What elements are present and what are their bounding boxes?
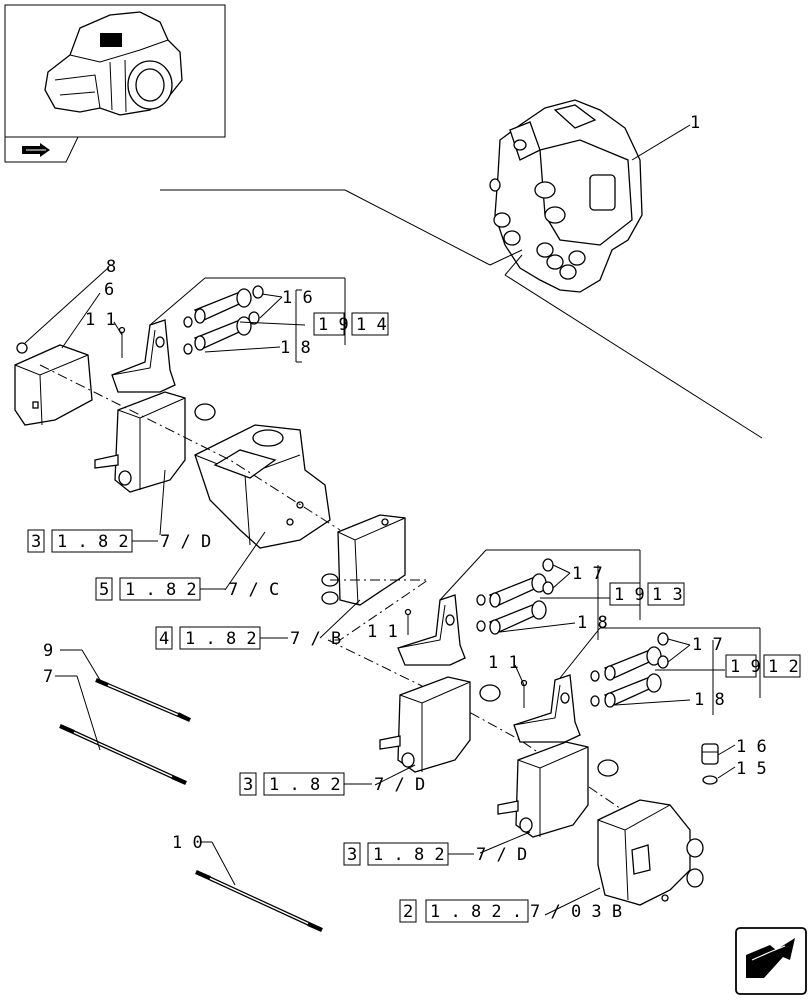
svg-text:1 . 8 2: 1 . 8 2 [57,532,129,552]
svg-text:3: 3 [243,775,253,795]
spool-set-right [590,632,669,708]
section-ref-4[interactable]: 3 1 . 8 2 7 / D [239,772,425,796]
callout-15: 1 5 [736,759,767,779]
valve-fittings [489,139,586,280]
section-ref-5[interactable]: 3 1 . 8 2 7 / D [343,842,527,866]
svg-text:3: 3 [347,845,357,865]
spool-set-middle [476,558,554,635]
end-cover-6 [14,344,93,426]
callout-11-top: 1 1 [85,310,116,330]
callout-18-top: 1 8 [280,338,311,358]
svg-text:4: 4 [159,629,169,649]
callout-17-mid: 1 7 [572,564,603,584]
svg-text:7 / 0 3 B: 7 / 0 3 B [530,902,622,922]
control-valve-assembly [489,99,643,293]
svg-text:1 . 8 2: 1 . 8 2 [125,580,197,600]
callout-16: 1 6 [736,737,767,757]
svg-text:7 / B: 7 / B [290,629,341,649]
svg-text:3: 3 [31,532,41,552]
svg-text:1 . 8 2: 1 . 8 2 [185,629,257,649]
thumbnail-frame[interactable] [4,4,226,163]
svg-text:7 / C: 7 / C [228,580,279,600]
callout-18-right: 1 8 [694,690,725,710]
callout-18-mid: 1 8 [577,613,608,633]
callout-1: 1 [690,113,700,133]
svg-text:1 3: 1 3 [652,585,683,605]
callout-7: 7 [43,667,53,687]
svg-text:1 2: 1 2 [768,657,799,677]
callout-11-right: 1 1 [488,653,519,673]
outlet-end-block [597,799,704,906]
washer-15 [702,775,718,785]
tie-rod-7 [59,724,187,785]
ref-box-19-12[interactable]: 1 9 1 2 [725,654,801,678]
svg-text:1 . 8 2 .: 1 . 8 2 . [430,902,522,922]
callout-11-mid: 1 1 [367,622,398,642]
callout-9-text: 9 [43,641,53,661]
inlet-section [321,514,406,606]
svg-text:2: 2 [403,902,413,922]
next-page-arrow-icon[interactable] [735,927,807,995]
nav-back-arrow-icon[interactable] [22,143,50,157]
bracket-middle [397,594,466,666]
spool-set-top [183,285,264,355]
gearbox-thumbnail-image [44,11,183,116]
plug-16 [701,743,719,765]
section-ref-6[interactable]: 2 1 . 8 2 . 7 / 0 3 B [399,899,622,923]
section-ref-1[interactable]: 3 1 . 8 2 7 / D [27,529,211,553]
callout-10: 1 0 [172,833,203,853]
valve-housing [194,424,331,549]
section-valve-a [94,391,216,493]
svg-text:1 . 8 2: 1 . 8 2 [373,845,445,865]
section-valve-c [497,741,619,838]
svg-text:1 9: 1 9 [614,585,645,605]
svg-text:7 / D: 7 / D [160,532,211,552]
tie-rod-10 [195,870,323,932]
plug-8 [16,342,28,354]
ref-box-19-14[interactable]: 1 9 1 4 [313,312,389,336]
svg-text:1 4: 1 4 [356,315,387,335]
callout-8: 8 [106,257,116,277]
svg-text:7 / D: 7 / D [476,845,527,865]
svg-text:1 . 8 2: 1 . 8 2 [269,775,341,795]
section-ref-2[interactable]: 5 1 . 8 2 7 / C [95,577,279,601]
svg-text:1 9: 1 9 [318,315,349,335]
svg-text:7 / D: 7 / D [374,775,425,795]
callout-6: 6 [104,280,114,300]
section-ref-3[interactable]: 4 1 . 8 2 7 / B [155,626,341,650]
ref-box-19-13[interactable]: 1 9 1 3 [609,582,685,606]
section-valve-b [379,676,501,773]
tie-rod-9 [95,678,191,722]
svg-text:1 9: 1 9 [730,657,761,677]
callout-17-top: 1 6 [282,288,313,308]
svg-text:5: 5 [99,580,109,600]
bracket-top [111,319,176,393]
callout-17-right: 1 7 [692,635,723,655]
